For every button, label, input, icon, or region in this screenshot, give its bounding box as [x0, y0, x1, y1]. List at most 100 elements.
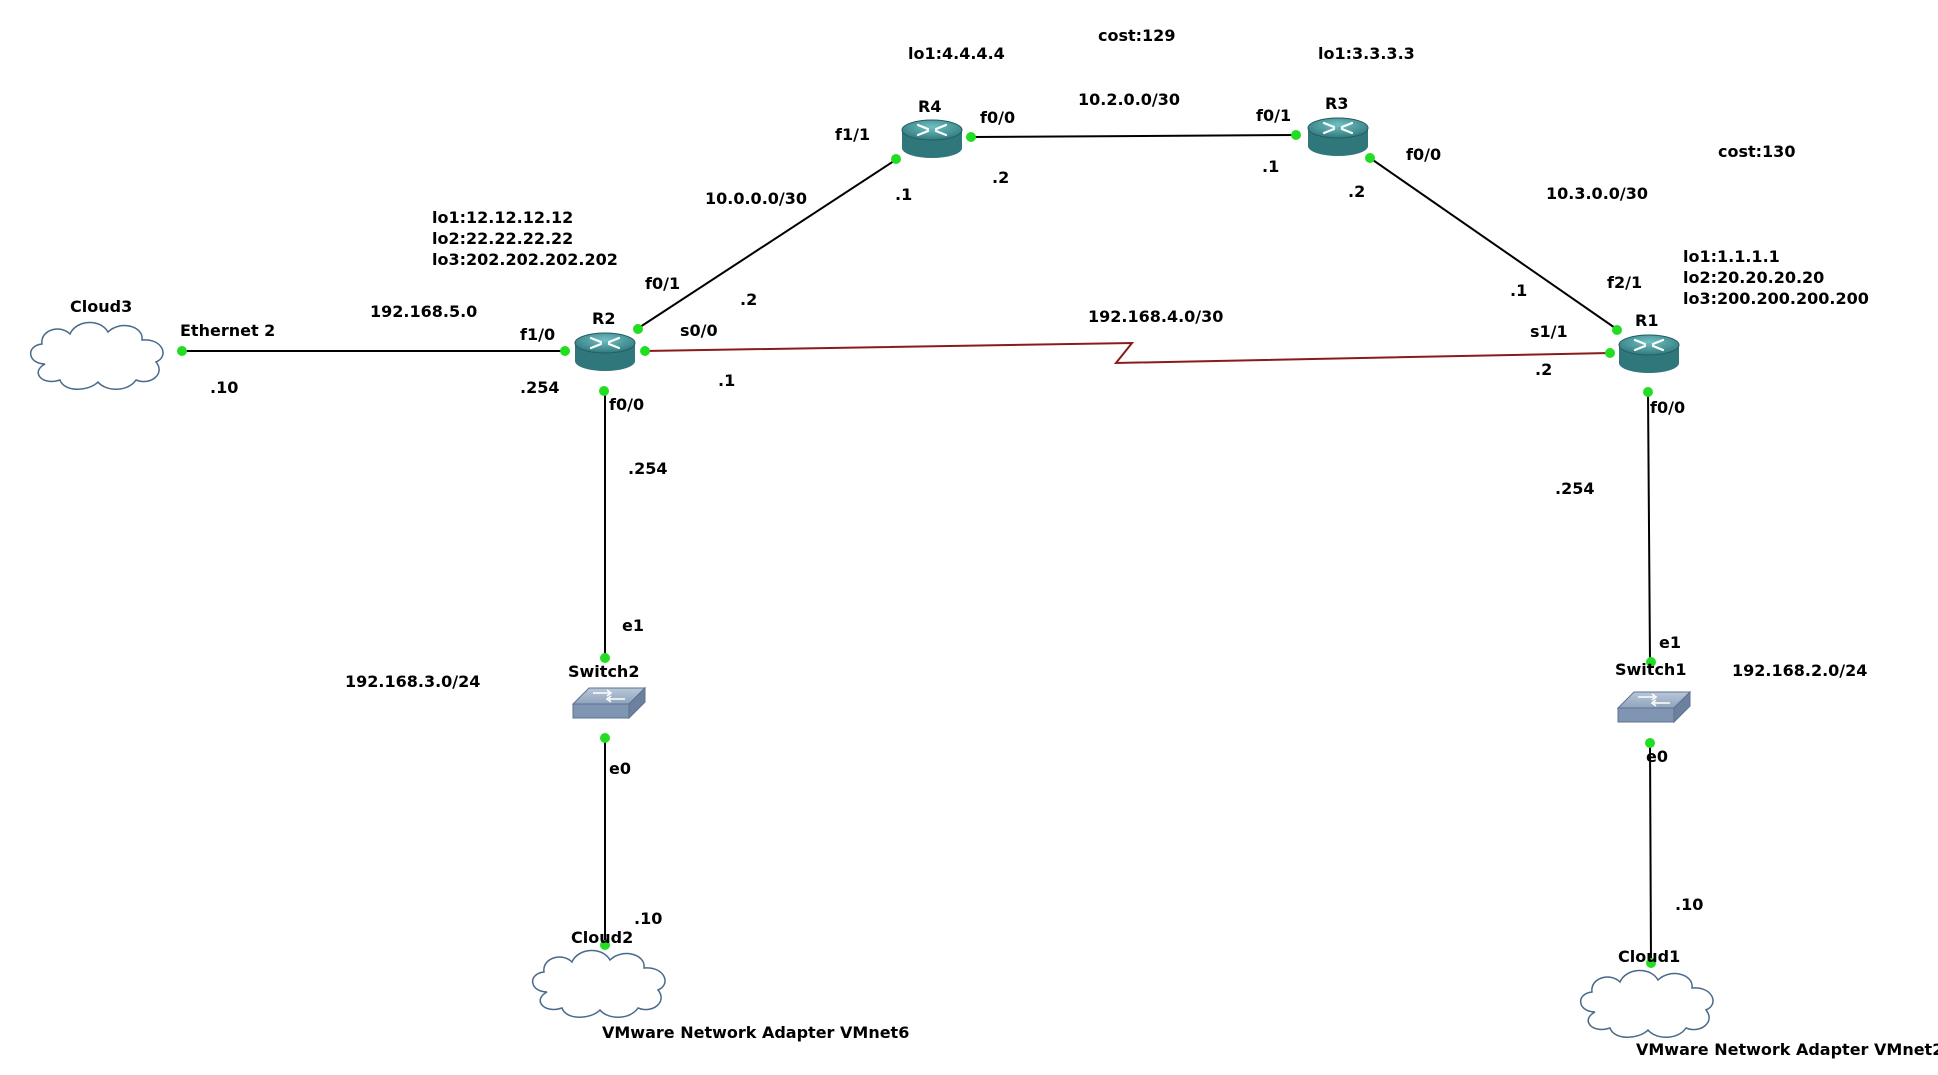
router-r1[interactable] — [1617, 333, 1681, 375]
cloud-cloud1[interactable] — [1579, 969, 1714, 1039]
interface-label: f0/0 — [980, 108, 1015, 127]
interface-label: s0/0 — [680, 321, 718, 340]
port-dots — [177, 130, 1656, 968]
port-dot — [891, 154, 901, 164]
interface-label: f0/1 — [1256, 106, 1291, 125]
interface-label: f1/0 — [520, 325, 555, 344]
interface-label: f0/0 — [609, 395, 644, 414]
router-icon — [573, 331, 637, 373]
port-dot — [1643, 387, 1653, 397]
interface-label: f0/0 — [1650, 398, 1685, 417]
link-r4-r3 — [972, 134, 1297, 138]
interface-label: e1 — [622, 616, 644, 635]
device-name-switch2: Switch2 — [568, 662, 639, 681]
router-icon — [900, 118, 964, 160]
port-dot — [966, 132, 976, 142]
router-icon — [1306, 116, 1370, 158]
address-label: .1 — [718, 371, 735, 390]
device-name-cloud1: Cloud1 — [1618, 947, 1680, 966]
network-label: 10.0.0.0/30 — [705, 189, 807, 208]
address-label: .1 — [1262, 157, 1279, 176]
port-dot — [633, 324, 643, 334]
ospf-cost-label: cost:130 — [1718, 142, 1795, 161]
device-name-cloud3: Cloud3 — [70, 297, 132, 316]
port-dot — [560, 346, 570, 356]
interface-label: e0 — [609, 759, 631, 778]
cloud-cloud2[interactable] — [531, 949, 666, 1019]
switch-switch2[interactable] — [572, 687, 646, 719]
network-label: 192.168.2.0/24 — [1732, 661, 1867, 680]
network-label: 10.2.0.0/30 — [1078, 90, 1180, 109]
switch-icon — [572, 687, 646, 719]
switch-switch1[interactable] — [1617, 691, 1691, 723]
port-dot — [1291, 130, 1301, 140]
port-dot — [599, 386, 609, 396]
address-label: .254 — [628, 459, 667, 478]
address-label: .10 — [210, 378, 238, 397]
interface-label: f0/0 — [1406, 145, 1441, 164]
address-label: .10 — [1675, 895, 1703, 914]
address-label: .1 — [895, 185, 912, 204]
port-dot — [1646, 958, 1656, 968]
interface-label: e0 — [1646, 747, 1668, 766]
address-label: .1 — [1510, 281, 1527, 300]
interface-label: f1/1 — [835, 125, 870, 144]
loopback-label: lo3:202.202.202.202 — [432, 250, 618, 269]
device-name-r3: R3 — [1325, 94, 1348, 113]
address-label: .2 — [740, 290, 757, 309]
port-dot — [177, 346, 187, 356]
interface-label: f0/1 — [645, 274, 680, 293]
address-label: .254 — [520, 378, 559, 397]
address-label: .2 — [1348, 182, 1365, 201]
network-label: 192.168.3.0/24 — [345, 672, 480, 691]
cloud-icon — [1579, 969, 1714, 1039]
link-switch1-cloud1 — [1649, 742, 1652, 964]
address-label: .10 — [634, 909, 662, 928]
device-name-r2: R2 — [592, 309, 615, 328]
port-dot — [1365, 153, 1375, 163]
port-dot — [600, 733, 610, 743]
loopback-label: lo1:1.1.1.1 — [1683, 247, 1780, 266]
cloud-cloud3[interactable] — [29, 321, 164, 391]
port-dot — [1612, 325, 1622, 335]
port-dot — [600, 653, 610, 663]
link-r2-r4 — [636, 158, 898, 330]
adapter-label: VMware Network Adapter VMnet2 — [1636, 1040, 1938, 1059]
router-r2[interactable] — [573, 331, 637, 373]
loopback-label: lo2:22.22.22.22 — [432, 229, 573, 248]
interface-label: Ethernet 2 — [180, 321, 275, 340]
loopback-label: lo3:200.200.200.200 — [1683, 289, 1869, 308]
port-dot — [1605, 348, 1615, 358]
router-icon — [1617, 333, 1681, 375]
adapter-label: VMware Network Adapter VMnet6 — [602, 1023, 909, 1042]
link-r3-r1 — [1369, 157, 1619, 331]
port-dot — [600, 940, 610, 950]
address-label: .254 — [1555, 479, 1594, 498]
device-name-r4: R4 — [918, 97, 941, 116]
port-dot — [1645, 738, 1655, 748]
address-label: .2 — [992, 168, 1009, 187]
device-name-cloud2: Cloud2 — [571, 928, 633, 947]
ospf-cost-label: cost:129 — [1098, 26, 1175, 45]
network-label: 192.168.5.0 — [370, 302, 477, 321]
port-dot — [640, 346, 650, 356]
interface-label: e1 — [1659, 633, 1681, 652]
loopback-label: lo1:3.3.3.3 — [1318, 44, 1415, 63]
interface-label: f2/1 — [1607, 273, 1642, 292]
loopback-label: lo1:12.12.12.12 — [432, 208, 573, 227]
network-label: 10.3.0.0/30 — [1546, 184, 1648, 203]
link-r2-r1-serial — [644, 341, 1611, 365]
network-label: 192.168.4.0/30 — [1088, 307, 1223, 326]
cloud-icon — [531, 949, 666, 1019]
router-r4[interactable] — [900, 118, 964, 160]
device-name-r1: R1 — [1635, 311, 1658, 330]
port-dot — [1646, 657, 1656, 667]
loopback-label: lo1:4.4.4.4 — [908, 44, 1005, 63]
link-r1-switch1 — [1647, 391, 1651, 663]
device-name-switch1: Switch1 — [1615, 660, 1686, 679]
loopback-label: lo2:20.20.20.20 — [1683, 268, 1824, 287]
router-r3[interactable] — [1306, 116, 1370, 158]
switch-icon — [1617, 691, 1691, 723]
address-label: .2 — [1535, 360, 1552, 379]
